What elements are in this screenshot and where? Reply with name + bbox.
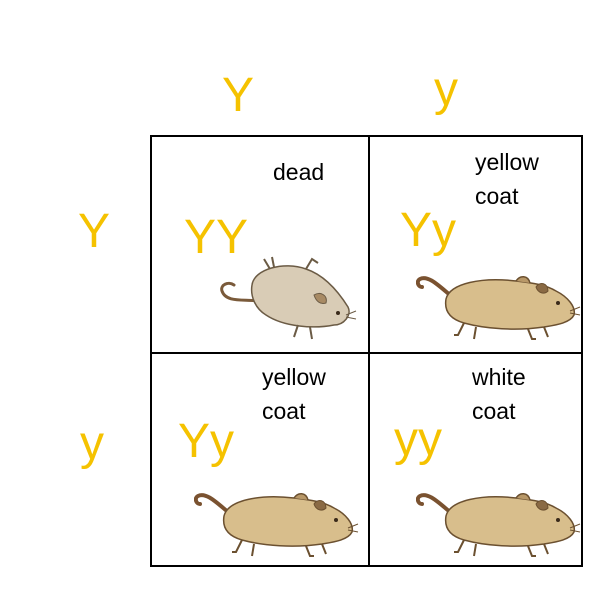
phenotype-label: dead (273, 159, 325, 185)
row-allele-dominant: Y (78, 205, 111, 258)
dead-mouse-icon (220, 256, 357, 340)
cell-YY: YY dead (152, 137, 367, 351)
punnett-square: YY dead Yy yellow coat Yy ye (150, 135, 583, 567)
cell-Yy-bottom: Yy yellow coat (152, 354, 367, 568)
genotype-label: yy (394, 413, 442, 466)
grid-divider-horizontal (152, 352, 581, 354)
white-mouse-icon (416, 493, 581, 557)
genotype-label: Yy (178, 415, 235, 468)
genotype-label: Yy (400, 204, 457, 257)
phenotype-label: yellow coat (475, 149, 539, 209)
phenotype-label: yellow coat (262, 364, 326, 424)
row-allele-recessive: y (80, 417, 104, 470)
yellow-mouse-icon (416, 276, 581, 340)
cell-yy: yy white coat (370, 354, 585, 568)
grid-divider-vertical (368, 137, 370, 565)
yellow-mouse-icon (194, 493, 359, 557)
column-allele-recessive: y (434, 63, 458, 116)
phenotype-label: white coat (472, 364, 526, 424)
column-allele-dominant: Y (222, 69, 255, 122)
cell-Yy-top: Yy yellow coat (370, 137, 585, 351)
genotype-label: YY (184, 211, 249, 264)
